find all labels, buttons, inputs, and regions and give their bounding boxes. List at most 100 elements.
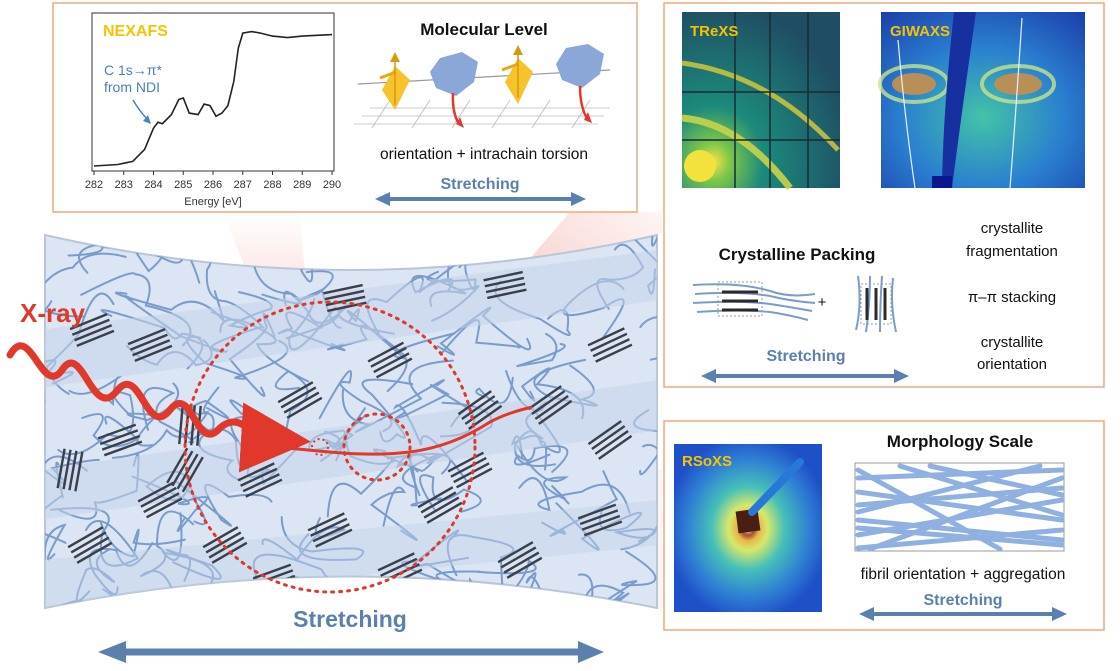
crystallite-lamella: [534, 395, 569, 420]
polymer-chain: [541, 470, 619, 537]
thiophene-unit-1: [379, 52, 410, 110]
crystallite-stack: [307, 512, 353, 548]
crystallite-lamella: [484, 276, 525, 288]
morphology-caption: fibril orientation + aggregation: [861, 566, 1066, 583]
molecule-illustration: [354, 44, 611, 129]
crystallite-lamella: [483, 270, 523, 282]
crystallite-lamella: [531, 390, 566, 415]
molecular-grid: [354, 99, 610, 129]
crystallite-stack: [367, 341, 413, 379]
crystallite-lamella: [592, 338, 630, 358]
crystallite-lamella: [99, 429, 139, 446]
nexafs-x-tick-label: 283: [115, 179, 133, 191]
crystallite-lamella: [67, 526, 104, 549]
nexafs-x-tick-label: 290: [323, 179, 341, 191]
crystallite-lamella: [506, 556, 543, 579]
crystallite-lamella: [127, 328, 166, 346]
crystallite-lamella: [420, 491, 457, 514]
polymer-chain: [613, 525, 657, 551]
trexs-image: TReXS: [681, 12, 840, 191]
crystallite-stack: [137, 481, 183, 519]
edge-on-crystallite-icon: [692, 281, 816, 321]
crystallite-lamella: [146, 497, 183, 519]
morphology-scale-panel: RSoXS Morphology Scale fibril orientatio…: [663, 420, 1105, 631]
polymer-chain: [369, 486, 418, 541]
crystallite-stack: [67, 526, 113, 564]
fibril-line: [927, 463, 1065, 498]
highlighted-chain: [271, 405, 533, 456]
polymer-chain: [513, 445, 569, 473]
crystallite-lamella: [370, 346, 407, 368]
polymer-chain: [359, 235, 444, 258]
morphology-stretching-label: Stretching: [923, 592, 1002, 609]
crystallite-lamella: [367, 341, 404, 363]
crystallite-lamella: [315, 528, 353, 548]
fibril-line: [897, 463, 1065, 518]
crystallite-lamella: [417, 486, 454, 509]
feature-crystallite-fragmentation-line2: fragmentation: [966, 243, 1058, 260]
crystallite-lamella: [74, 324, 113, 342]
crystallite-stack: [417, 486, 463, 524]
crystallite-lamella: [323, 283, 363, 295]
crystal-stretching-label: Stretching: [766, 348, 845, 365]
crystallite-lamella: [497, 541, 534, 564]
crystallite-lamella: [324, 289, 365, 301]
crystallite-stack: [587, 420, 633, 460]
crystallite-stack: [577, 503, 623, 537]
crystallite-lamella: [426, 501, 463, 524]
crystallite-lamella: [325, 295, 366, 307]
crystallite-lamella: [73, 536, 110, 559]
polymer-chain: [555, 502, 642, 551]
nexafs-x-tick-label: 287: [234, 179, 252, 191]
polymer-chain: [166, 548, 222, 582]
ndi-unit-2: [556, 44, 604, 123]
crystallite-lamella: [591, 425, 626, 450]
polymer-chain: [639, 428, 657, 476]
crystallite-lamella: [202, 526, 239, 549]
crystallite-lamella: [587, 327, 625, 347]
crystallite-lamella: [134, 344, 173, 362]
crystallite-lamella: [140, 486, 177, 508]
thiophene-unit-2: [501, 45, 533, 104]
annotation-arrow-icon: [132, 99, 151, 124]
crystallite-lamella: [447, 451, 484, 473]
crystallite-stack: [56, 448, 84, 492]
polymer-chain: [50, 506, 140, 567]
x-ray-label: X-ray: [20, 298, 86, 328]
morphology-scale-title: Morphology Scale: [887, 432, 1033, 451]
crystallite-lamella: [595, 343, 633, 363]
nexafs-x-tick-label: 288: [263, 179, 281, 191]
rsoxs-image: RSoXS: [674, 444, 822, 612]
crystalline-packing-panel: TReXS GIWAXS Crystalline Packing: [663, 2, 1105, 388]
crystallite-lamella: [242, 473, 280, 493]
fibril-line: [855, 489, 1065, 523]
main-stretch-arrow-icon: [98, 641, 604, 663]
molecular-level-title: Molecular Level: [420, 20, 548, 39]
polymer-chain: [516, 332, 566, 368]
nexafs-x-tick-label: 284: [144, 179, 162, 191]
crystallite-lamella: [68, 450, 78, 491]
x-ray-wave-arrow-icon: [6, 342, 311, 473]
crystallite-lamella: [590, 332, 628, 352]
crystallite-lamella: [583, 520, 623, 537]
crystallite-lamella: [487, 288, 527, 300]
nexafs-x-axis-label: Energy [eV]: [184, 196, 241, 208]
main-stretching-label: Stretching: [293, 606, 407, 632]
crystallite-lamella: [485, 282, 526, 294]
fibril-network-illustration: [854, 462, 1065, 552]
fibril-line: [855, 517, 1065, 543]
crystallite-lamella: [500, 546, 537, 569]
nexafs-x-tick-label: 285: [174, 179, 192, 191]
polymer-chain: [518, 477, 631, 514]
crystallite-lamella: [129, 333, 168, 351]
crystallite-lamella: [503, 551, 540, 574]
crystallite-stack: [527, 385, 573, 425]
morphology-stretch-arrow-icon: [859, 607, 1067, 621]
crystallite-lamella: [101, 434, 141, 451]
molecular-stretching-label: Stretching: [440, 176, 519, 193]
crystallite-stack: [97, 423, 143, 457]
crystallite-lamella: [377, 552, 415, 572]
molecular-caption: orientation + intrachain torsion: [380, 146, 588, 163]
crystallite-lamella: [579, 509, 619, 526]
